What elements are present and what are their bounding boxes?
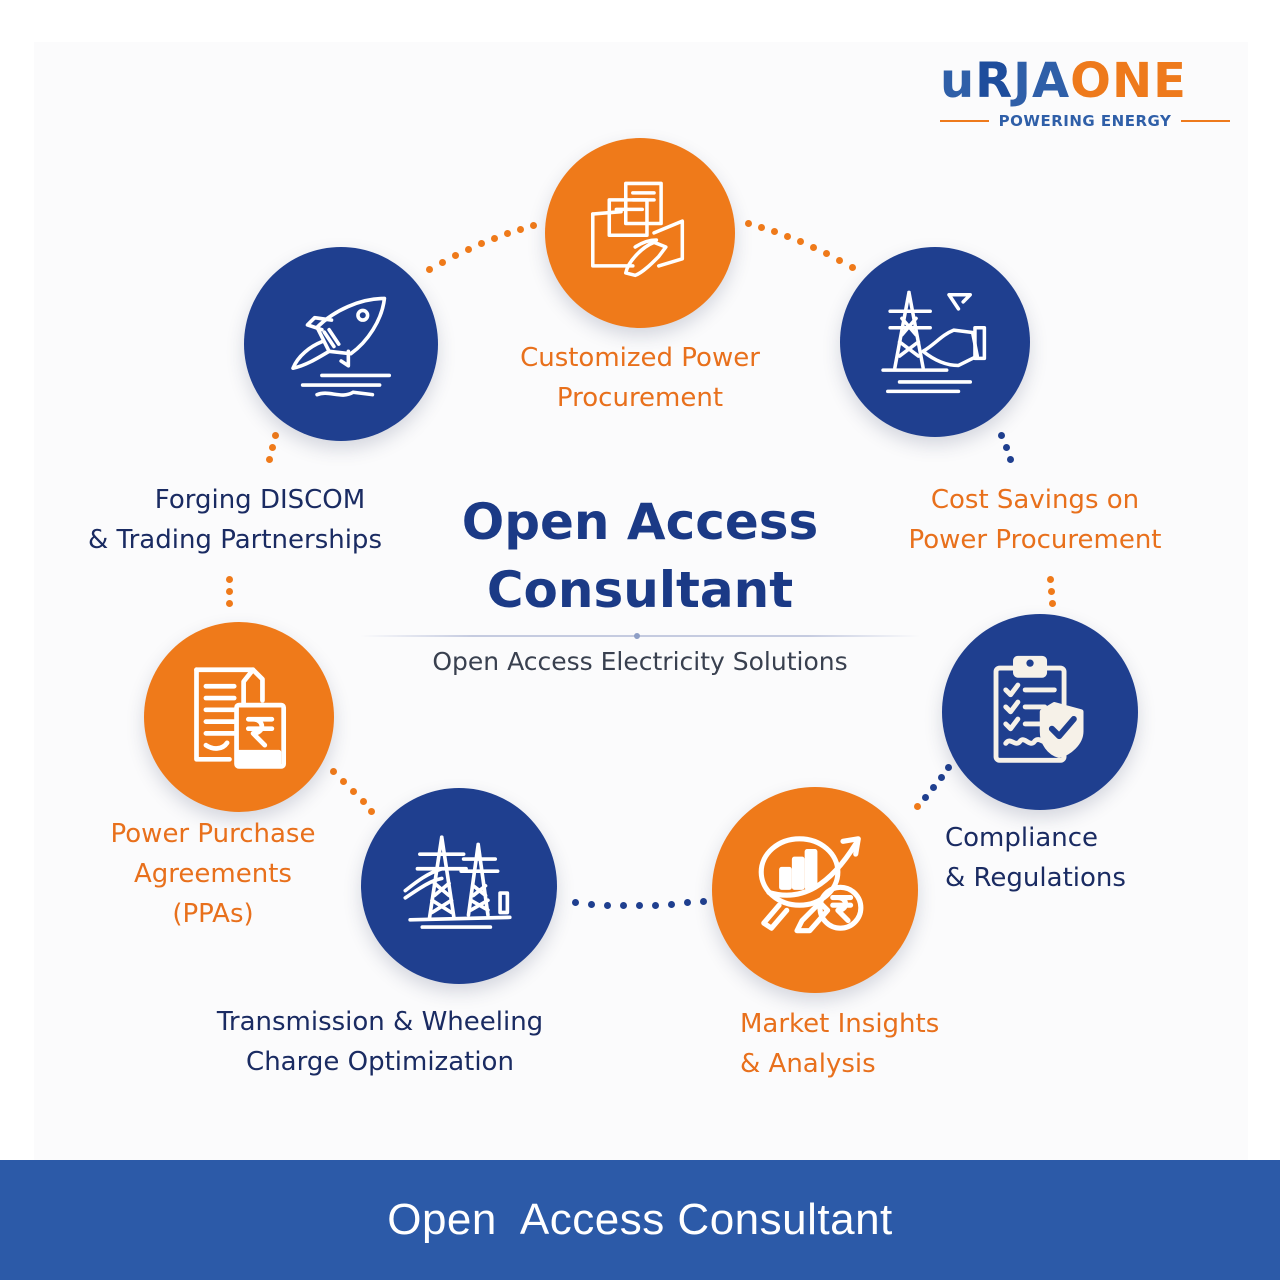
rocket-icon bbox=[291, 296, 391, 397]
document-rupee-icon bbox=[194, 667, 287, 769]
center-subtitle: Open Access Electricity Solutions bbox=[432, 647, 848, 676]
handshake-documents-icon bbox=[591, 181, 685, 278]
logo-tagline: POWERING ENERGY bbox=[940, 112, 1231, 130]
logo-letters-ja: JA bbox=[1013, 53, 1071, 109]
label-ppa: Power Purchase Agreements (PPAs) bbox=[110, 819, 316, 929]
label-customized-power-procurement: Customized Power Procurement bbox=[520, 343, 760, 413]
transmission-tower-handshake-icon bbox=[881, 290, 987, 394]
logo-letter-u: u bbox=[940, 53, 976, 109]
node-cost-savings bbox=[840, 247, 1030, 437]
label-discom-partnerships: Forging DISCOM & Trading Partnerships bbox=[88, 485, 382, 555]
label-compliance: Compliance & Regulations bbox=[945, 823, 1126, 893]
banner-title: Open Access Consultant bbox=[387, 1195, 893, 1244]
logo-letter-r-solar: R bbox=[975, 53, 1014, 109]
label-market-insights: Market Insights & Analysis bbox=[740, 1009, 940, 1079]
node-compliance bbox=[942, 614, 1138, 810]
node-customized-power-procurement bbox=[545, 138, 735, 328]
tagline-text: POWERING ENERGY bbox=[998, 112, 1172, 130]
node-transmission-wheeling bbox=[361, 788, 557, 984]
tagline-rule-left bbox=[940, 120, 989, 122]
center-divider bbox=[360, 633, 920, 639]
label-cost-savings: Cost Savings on Power Procurement bbox=[908, 485, 1162, 555]
center-title: Open Access Consultant bbox=[461, 493, 819, 619]
magnifier-chart-rupee-icon bbox=[758, 836, 864, 934]
logo-letters-one: ONE bbox=[1070, 53, 1187, 109]
label-transmission-wheeling: Transmission & Wheeling Charge Optimizat… bbox=[216, 1007, 544, 1077]
clipboard-shield-check-icon bbox=[993, 656, 1084, 764]
node-market-insights bbox=[712, 787, 918, 993]
bottom-banner: Open Access Consultant bbox=[0, 1160, 1280, 1280]
transmission-towers-icon bbox=[403, 835, 512, 930]
node-discom-partnerships bbox=[244, 247, 438, 441]
node-ppa bbox=[144, 622, 334, 812]
tagline-rule-right bbox=[1181, 120, 1231, 122]
